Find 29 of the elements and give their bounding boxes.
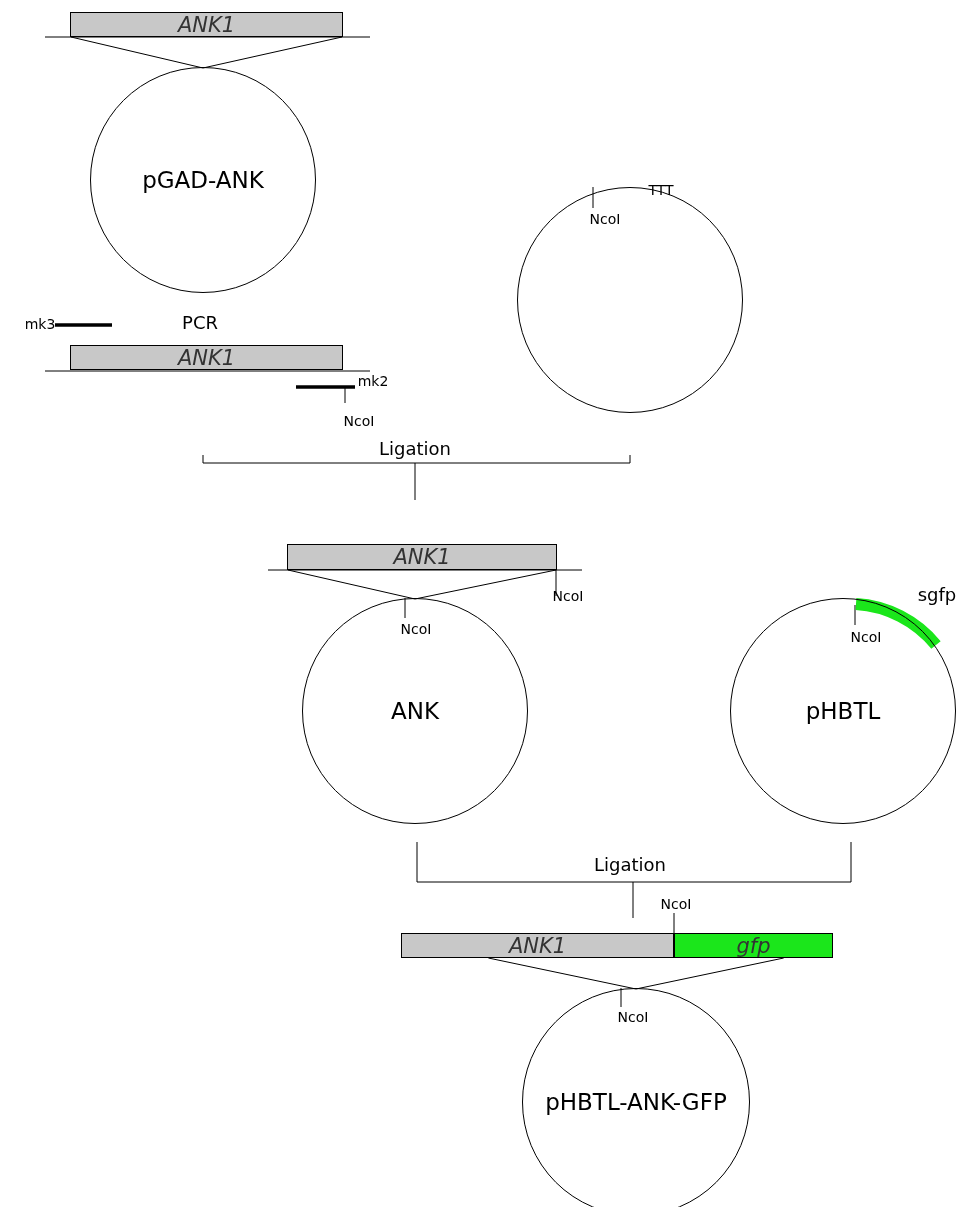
gene-name: ANK1: [393, 545, 451, 569]
sequence-label: TTT: [648, 182, 674, 198]
insert-line: [70, 36, 343, 69]
site-label: NcoI: [589, 211, 621, 227]
plasmid-name: pGAD-ANK: [142, 167, 264, 193]
plasmid-name: ANK: [391, 698, 439, 724]
gene-name: gfp: [736, 933, 771, 958]
insert-bar: [70, 12, 343, 37]
site-label: NcoI: [343, 413, 375, 429]
gene-name: ANK1: [177, 345, 236, 370]
site-label: NcoI: [850, 629, 882, 645]
insert-bar: [287, 544, 557, 570]
step-label: PCR: [182, 311, 218, 333]
gene-name: ANK1: [508, 933, 567, 958]
primer-label: mk3: [24, 316, 56, 332]
gene-name: ANK1: [177, 12, 236, 37]
step-label: Ligation: [594, 853, 666, 875]
insert-bar: [70, 345, 343, 370]
plasmid-name: pHBTL-ANK-GFP: [545, 1089, 727, 1115]
insert-bar: [401, 933, 674, 958]
site-label: NcoI: [617, 1009, 649, 1025]
gene-label: sgfp: [917, 583, 957, 605]
primer-label: mk2: [357, 373, 389, 389]
step-label: Ligation: [379, 437, 451, 459]
gene-bar: [674, 933, 833, 958]
site-label: NcoI: [400, 621, 432, 637]
site-label: NcoI: [552, 588, 584, 604]
plasmid-name: pHBTL: [805, 698, 881, 724]
site-label: NcoI: [660, 896, 692, 912]
